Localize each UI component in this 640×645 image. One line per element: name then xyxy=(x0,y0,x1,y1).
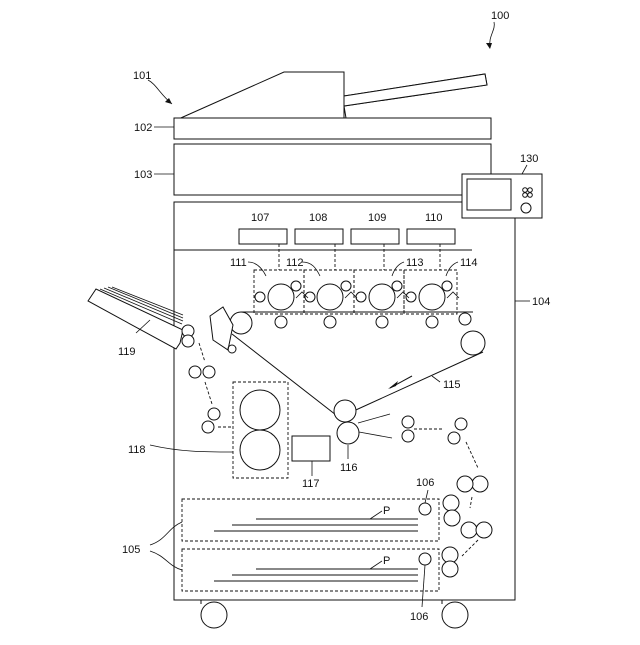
label-110: 110 xyxy=(425,212,443,224)
label-101: 101 xyxy=(133,70,151,82)
label-118: 118 xyxy=(128,444,146,456)
label-103: 103 xyxy=(134,169,152,181)
label-114: 114 xyxy=(460,257,478,269)
feeder-cover xyxy=(174,118,491,139)
label-107: 107 xyxy=(251,212,269,224)
label-p-upper: P xyxy=(383,505,390,517)
label-108: 108 xyxy=(309,212,327,224)
label-105: 105 xyxy=(122,544,140,556)
label-106-bottom: 106 xyxy=(410,611,428,623)
label-109: 109 xyxy=(368,212,386,224)
label-100: 100 xyxy=(491,10,509,22)
label-119: 119 xyxy=(118,346,136,358)
label-111: 111 xyxy=(230,257,247,269)
label-p-lower: P xyxy=(383,555,390,567)
scanner-unit xyxy=(174,144,491,195)
label-117: 117 xyxy=(302,478,320,490)
label-102: 102 xyxy=(134,122,152,134)
label-115: 115 xyxy=(443,379,461,391)
label-116: 116 xyxy=(340,462,358,474)
label-113: 113 xyxy=(406,257,424,269)
label-112: 112 xyxy=(286,257,304,269)
label-104: 104 xyxy=(532,296,550,308)
control-panel xyxy=(462,174,542,218)
label-106-top: 106 xyxy=(416,477,434,489)
document-feeder xyxy=(174,72,487,121)
label-130: 130 xyxy=(520,153,538,165)
